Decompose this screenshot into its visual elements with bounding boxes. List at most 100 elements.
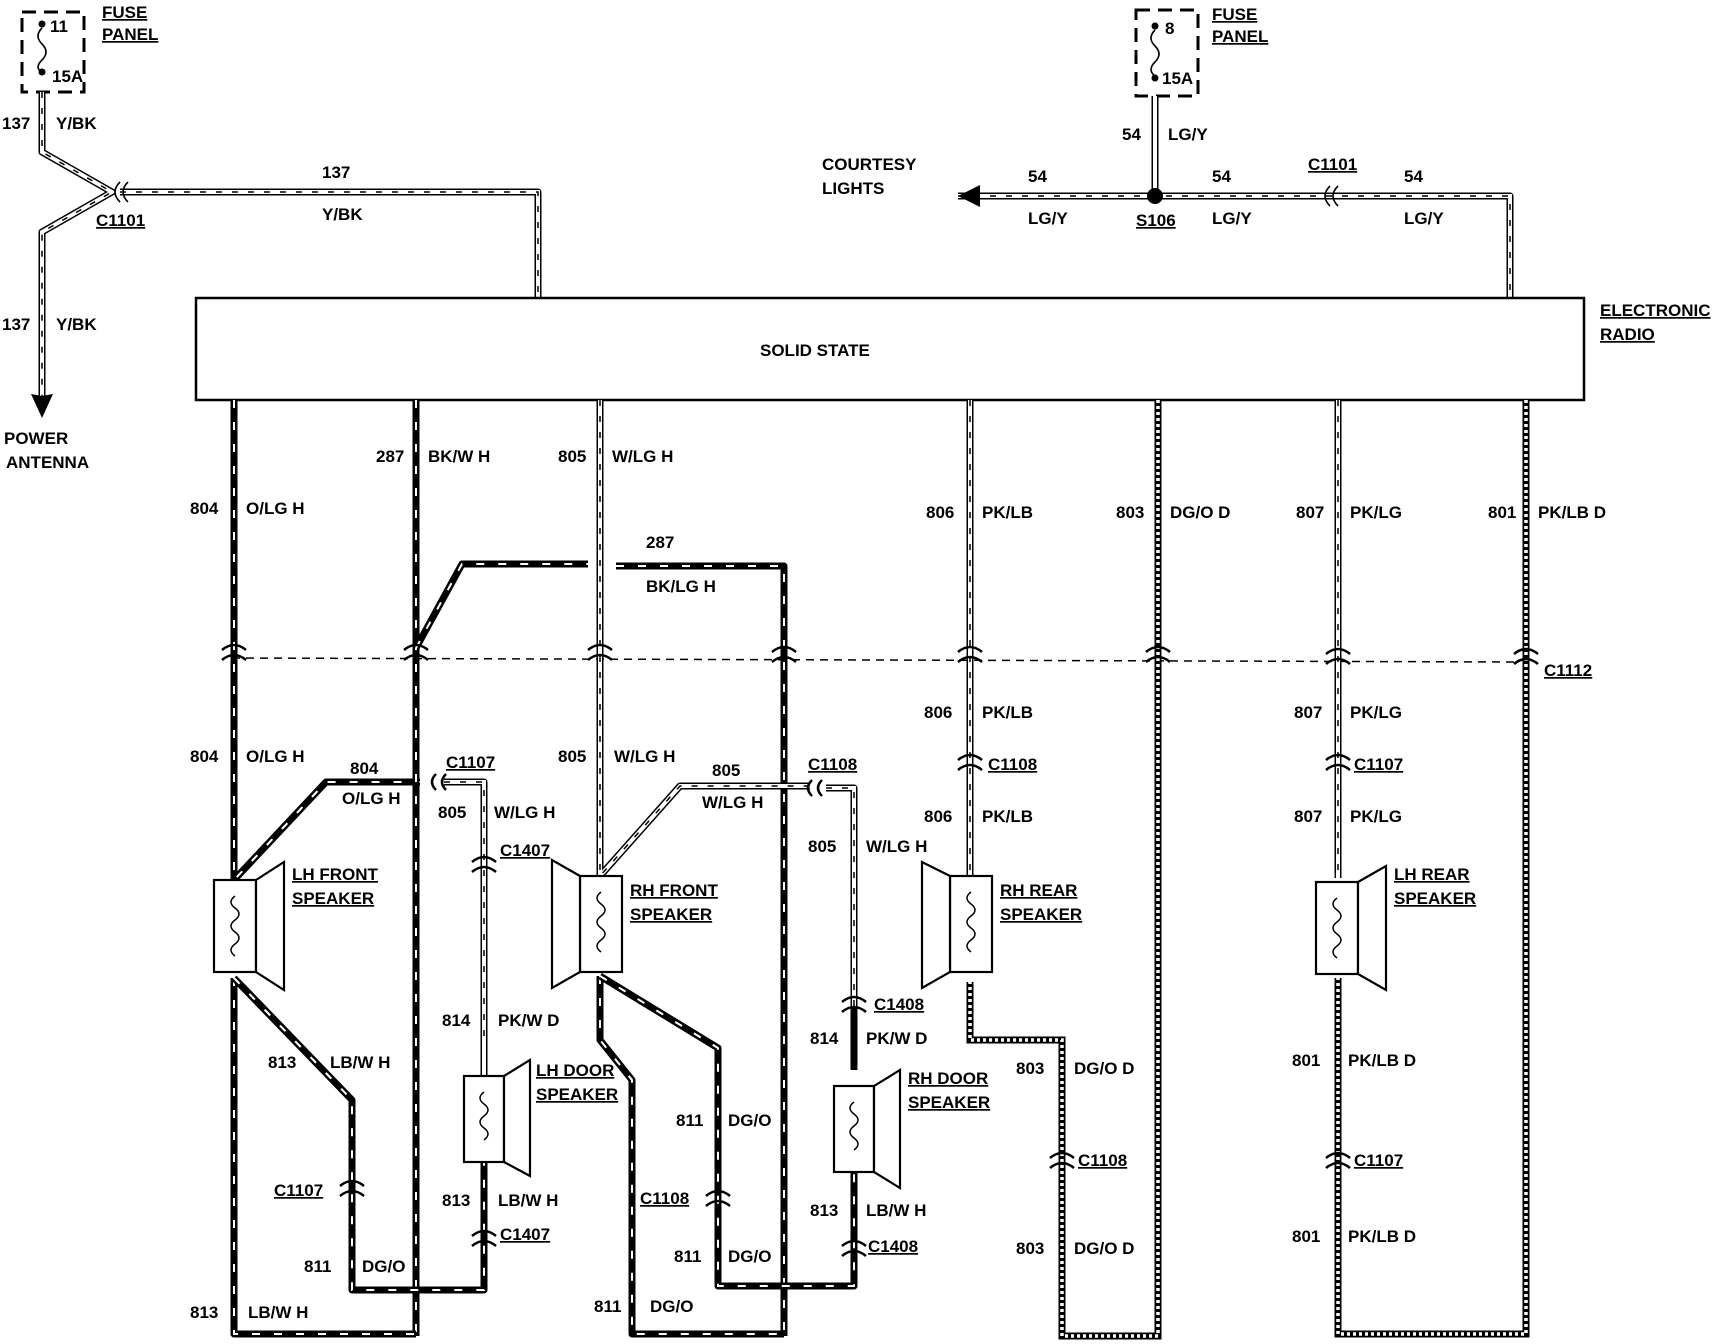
lh-front-speaker (212, 859, 286, 993)
wire-number: 814 (442, 1011, 471, 1030)
wire-color: W/LG H (614, 747, 675, 766)
connector-marks (221, 643, 1539, 1257)
radio-name: ELECTRONIC (1600, 301, 1711, 320)
wire-number: 54 (1404, 167, 1423, 186)
connector-label: C1107 (1354, 755, 1403, 774)
fuse-panel-right: 8 15A FUSE PANEL (1134, 5, 1268, 98)
fuse-rating: 15A (52, 67, 83, 86)
wire-color: LB/W H (330, 1053, 390, 1072)
wire-number: 803 (1116, 503, 1144, 522)
wire-number: 807 (1294, 807, 1322, 826)
speaker-label: LH DOOR (536, 1061, 614, 1080)
wire-number: 805 (558, 747, 586, 766)
speaker-label: LH REAR (1394, 865, 1470, 884)
wire-number: 813 (268, 1053, 296, 1072)
speaker-label: RH FRONT (630, 881, 718, 900)
wire-number: 137 (2, 315, 30, 334)
wire-color: BK/LG H (646, 577, 716, 596)
speaker-label: SPEAKER (1394, 889, 1476, 908)
wire-color: PK/LB (982, 703, 1033, 722)
wire-color: LB/W H (498, 1191, 558, 1210)
speaker-label: SPEAKER (536, 1085, 618, 1104)
wire-color: PK/LG (1350, 503, 1402, 522)
wire-number: 805 (438, 803, 466, 822)
wire-number: 813 (810, 1201, 838, 1220)
wire-number: 814 (810, 1029, 839, 1048)
power-antenna-label: POWER (4, 429, 68, 448)
connector-label: C1107 (274, 1181, 323, 1200)
fuse-panel-title: FUSE (102, 3, 147, 22)
connector-label: C1107 (1354, 1151, 1403, 1170)
speaker-label: SPEAKER (630, 905, 712, 924)
wire-number: 807 (1294, 703, 1322, 722)
wire-number: 54 (1028, 167, 1047, 186)
connector-label: C1112 (1544, 661, 1592, 680)
fuse-rating: 15A (1162, 69, 1193, 88)
connector-label: C1408 (874, 995, 924, 1014)
connector-label: C1108 (988, 755, 1037, 774)
wire-number: 813 (190, 1303, 218, 1322)
wire-color: PK/LB D (1348, 1051, 1416, 1070)
rh-door-speaker (832, 1068, 902, 1190)
wire-color: Y/BK (56, 315, 97, 334)
lh-rear-speaker (1314, 864, 1388, 992)
courtesy-lights-label: COURTESY (822, 155, 917, 174)
speaker-label: SPEAKER (292, 889, 374, 908)
wire-color: DG/O D (1170, 503, 1230, 522)
wire-color: DG/O (650, 1297, 693, 1316)
wire-number: 803 (1016, 1239, 1044, 1258)
c1112-connector-line (231, 657, 1521, 663)
wire-number: 801 (1292, 1227, 1320, 1246)
wire-number: 287 (376, 447, 404, 466)
wire-color: O/LG H (246, 747, 305, 766)
courtesy-lights-label: LIGHTS (822, 179, 884, 198)
wire-color: O/LG H (246, 499, 305, 518)
electronic-radio-box (194, 296, 1586, 402)
wire-color: Y/BK (322, 205, 363, 224)
rh-front-speaker (550, 858, 624, 990)
radio-name: RADIO (1600, 325, 1655, 344)
wire-number: 811 (594, 1297, 621, 1316)
wire-color: PK/W D (498, 1011, 559, 1030)
wire-color: W/LG H (866, 837, 927, 856)
lh-door-speaker (462, 1058, 532, 1178)
wire-color: PK/LB (982, 503, 1033, 522)
connector-label: C1108 (1078, 1151, 1127, 1170)
wire-number: 54 (1212, 167, 1231, 186)
wire-color: Y/BK (56, 114, 97, 133)
rh-rear-speaker (920, 860, 994, 990)
speaker-label: LH FRONT (292, 865, 379, 884)
wire-number: 811 (674, 1247, 701, 1266)
wire-number: 806 (924, 807, 952, 826)
connector-label: C1407 (500, 1225, 550, 1244)
wire-number: 807 (1296, 503, 1324, 522)
wire-color: BK/W H (428, 447, 490, 466)
speaker-label: RH DOOR (908, 1069, 988, 1088)
wire-color: W/LG H (702, 793, 763, 812)
wire-color: DG/O (728, 1111, 771, 1130)
wire-number: 811 (676, 1111, 703, 1130)
wire-number: 805 (712, 761, 740, 780)
wire-number: 803 (1016, 1059, 1044, 1078)
radio-label: SOLID STATE (760, 341, 870, 360)
speaker-label: SPEAKER (908, 1093, 990, 1112)
wire-color: W/LG H (494, 803, 555, 822)
connector-label: C1408 (868, 1237, 918, 1256)
connector-label: C1108 (808, 755, 857, 774)
fuse-panel-left: 11 15A FUSE PANEL (20, 3, 158, 94)
wire-number: 801 (1292, 1051, 1320, 1070)
fuse-number: 8 (1165, 19, 1174, 38)
wire-color: DG/O (362, 1257, 405, 1276)
wire-number: 805 (558, 447, 586, 466)
speaker-label: RH REAR (1000, 881, 1077, 900)
wire-color: PK/LG (1350, 807, 1402, 826)
wire-number: 804 (190, 499, 219, 518)
wire-287 (412, 400, 788, 1336)
fuse-number: 11 (50, 17, 68, 36)
fuse-panel-title: PANEL (1212, 27, 1268, 46)
wire-805 (444, 400, 858, 1046)
wire-813-lh (230, 975, 488, 1338)
wire-811-rh (596, 973, 858, 1338)
power-antenna-label: ANTENNA (6, 453, 89, 472)
wire-color: PK/LB D (1348, 1227, 1416, 1246)
